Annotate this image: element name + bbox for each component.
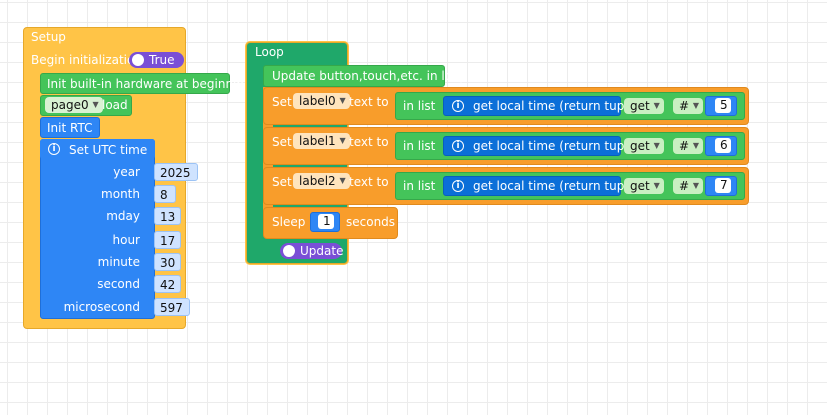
toggle-knob-icon — [132, 54, 144, 66]
hash-dropdown-2[interactable]: # ▼ — [673, 178, 704, 194]
mday-input[interactable]: 13 — [154, 207, 181, 225]
microsecond-input[interactable]: 597 — [154, 298, 190, 316]
set-utc-time-header — [40, 139, 155, 159]
info-icon: i — [452, 140, 464, 152]
sleep-value: 1 — [323, 214, 331, 228]
chevron-down-icon: ▼ — [692, 181, 700, 190]
get-dropdown-1[interactable]: get ▼ — [624, 138, 664, 154]
info-icon: i — [48, 143, 60, 155]
get-dropdown-0[interactable]: get ▼ — [624, 98, 664, 114]
init-hardware-block[interactable] — [40, 73, 230, 94]
hour-input[interactable]: 17 — [154, 231, 181, 249]
second-label: second — [97, 277, 140, 291]
set-label2-text-to: text to — [349, 175, 389, 189]
in-list-label-2: in list — [403, 179, 436, 193]
chevron-down-icon: ▼ — [692, 141, 700, 150]
label2-dropdown-value: label2 — [299, 174, 336, 188]
in-list-label-0: in list — [403, 99, 436, 113]
get-local-time-block-1[interactable] — [443, 136, 621, 156]
get-dropdown-value-1: get — [630, 139, 650, 153]
info-icon: i — [452, 180, 464, 192]
mday-label: mday — [106, 209, 140, 223]
update-in-loop-block[interactable] — [263, 65, 445, 87]
second-value: 42 — [160, 278, 176, 292]
microsecond-label: microsecond — [63, 300, 140, 314]
label0-dropdown[interactable]: label0 ▼ — [293, 93, 350, 109]
begin-initialization-label: Begin initialization — [31, 53, 142, 67]
index-input-0[interactable]: 5 — [715, 98, 731, 113]
month-input[interactable]: 8 — [154, 185, 176, 203]
get-local-time-label-0: get local time (return tuple) — [473, 99, 640, 113]
chevron-down-icon: ▼ — [339, 96, 346, 105]
microsecond-value: 597 — [160, 301, 183, 315]
setup-title: Setup — [31, 30, 66, 44]
month-label: month — [101, 187, 140, 201]
year-value: 2025 — [160, 166, 191, 180]
set-label2-set: Set — [272, 175, 292, 189]
hash-dropdown-value-2: # — [679, 179, 690, 193]
set-utc-time-label: Set UTC time — [69, 143, 148, 157]
in-list-label-1: in list — [403, 139, 436, 153]
set-label0-set: Set — [272, 95, 292, 109]
month-value: 8 — [160, 188, 168, 202]
begin-initialization-toggle-label: True — [149, 53, 175, 67]
loop-title: Loop — [255, 45, 284, 59]
chevron-down-icon: ▼ — [339, 136, 346, 145]
label1-dropdown[interactable]: label1 ▼ — [293, 133, 350, 149]
hash-dropdown-1[interactable]: # ▼ — [673, 138, 704, 154]
minute-input[interactable]: 30 — [154, 253, 181, 271]
update-toggle[interactable]: Update — [280, 243, 344, 259]
init-rtc-block[interactable] — [40, 117, 100, 138]
begin-initialization-toggle[interactable]: True — [129, 52, 184, 68]
hash-dropdown-value-1: # — [679, 139, 690, 153]
hash-dropdown-value-0: # — [679, 99, 690, 113]
sleep-value-input[interactable]: 1 — [318, 214, 334, 229]
init-hardware-label: Init built-in hardware at beginning — [47, 77, 252, 91]
chevron-down-icon: ▼ — [653, 101, 660, 110]
get-local-time-block-0[interactable] — [443, 96, 621, 116]
get-dropdown-value-0: get — [630, 99, 650, 113]
index-input-2[interactable]: 7 — [715, 178, 731, 193]
chevron-down-icon: ▼ — [339, 176, 346, 185]
page-dropdown-value: page0 — [51, 98, 89, 112]
toggle-knob-icon — [283, 245, 295, 257]
update-in-loop-label: Update button,touch,etc. in loop — [272, 69, 468, 83]
mday-value: 13 — [160, 210, 176, 224]
index-input-1[interactable]: 6 — [715, 138, 731, 153]
chevron-down-icon: ▼ — [92, 100, 99, 109]
page-dropdown[interactable]: page0 ▼ — [45, 97, 103, 113]
get-dropdown-value-2: get — [630, 179, 650, 193]
get-local-time-label-2: get local time (return tuple) — [473, 179, 640, 193]
index-value-0: 5 — [720, 98, 728, 112]
index-value-1: 6 — [720, 138, 728, 152]
chevron-down-icon: ▼ — [653, 141, 660, 150]
chevron-down-icon: ▼ — [653, 181, 660, 190]
year-input[interactable]: 2025 — [154, 163, 198, 181]
minute-value: 30 — [160, 256, 176, 270]
chevron-down-icon: ▼ — [692, 101, 700, 110]
sleep-label: Sleep — [272, 215, 306, 229]
init-rtc-label: Init RTC — [47, 121, 93, 135]
hour-value: 17 — [160, 234, 176, 248]
minute-label: minute — [97, 255, 140, 269]
get-dropdown-2[interactable]: get ▼ — [624, 178, 664, 194]
second-input[interactable]: 42 — [154, 275, 181, 293]
year-label: year — [113, 165, 140, 179]
hash-dropdown-0[interactable]: # ▼ — [673, 98, 704, 114]
label2-dropdown[interactable]: label2 ▼ — [293, 173, 350, 189]
hour-label: hour — [112, 233, 141, 247]
set-label0-text-to: text to — [349, 95, 389, 109]
load-label: load — [102, 98, 128, 112]
label1-dropdown-value: label1 — [299, 134, 336, 148]
set-utc-time-block[interactable] — [40, 139, 155, 319]
get-local-time-label-1: get local time (return tuple) — [473, 139, 640, 153]
seconds-label: seconds — [346, 215, 396, 229]
index-value-2: 7 — [720, 178, 728, 192]
label0-dropdown-value: label0 — [299, 94, 336, 108]
update-toggle-label: Update — [300, 244, 344, 258]
set-label1-set: Set — [272, 135, 292, 149]
set-label1-text-to: text to — [349, 135, 389, 149]
get-local-time-block-2[interactable] — [443, 176, 621, 196]
info-icon: i — [452, 100, 464, 112]
